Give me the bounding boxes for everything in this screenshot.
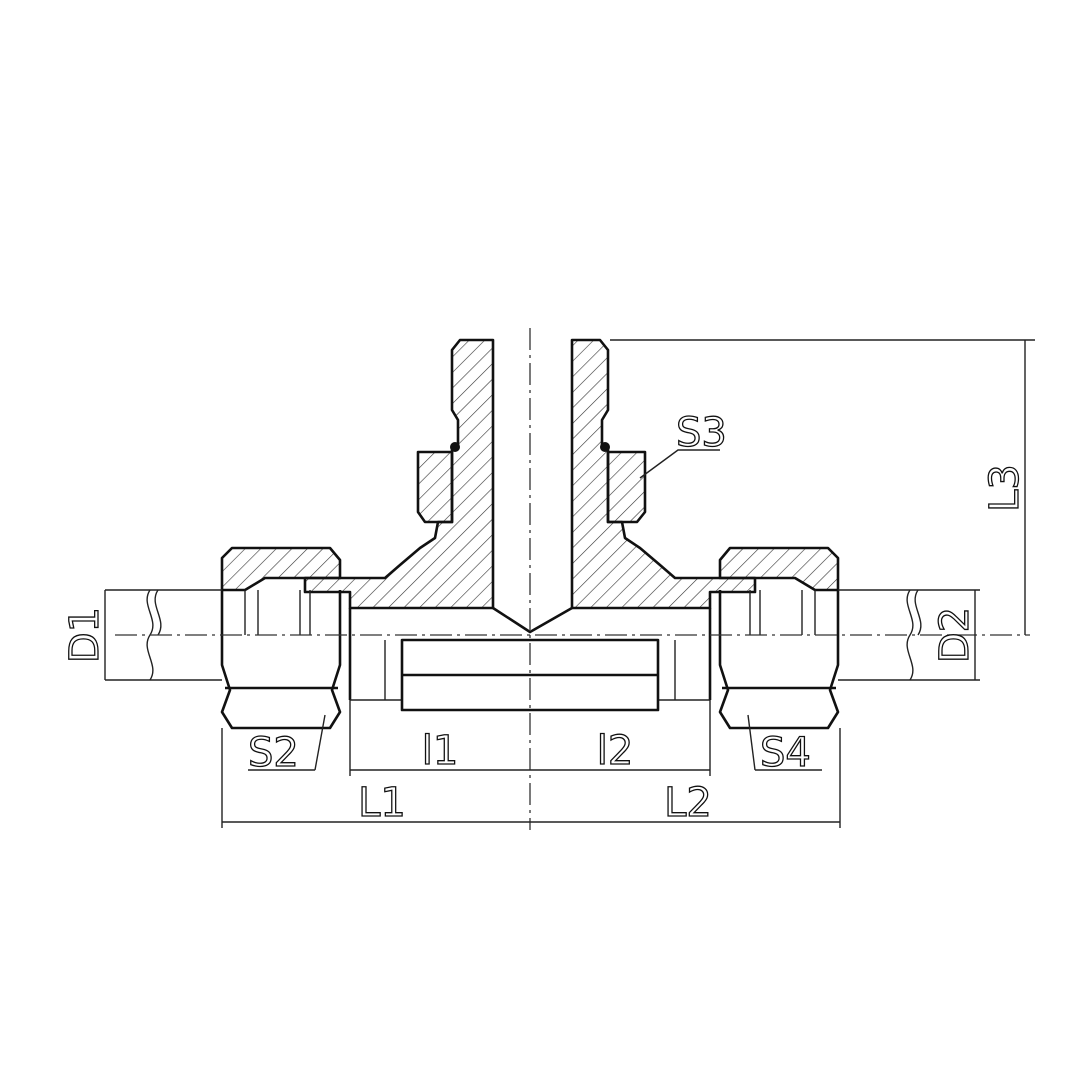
lock-nut: [416, 442, 647, 524]
label-s2: S2: [248, 730, 299, 776]
label-l3: L3: [982, 464, 1028, 512]
label-d1: D1: [62, 607, 108, 663]
label-l2-small: l2: [597, 728, 634, 774]
inner-passage: [400, 638, 660, 712]
dimension-lines: [104, 339, 1035, 828]
right-nut: [658, 546, 840, 730]
label-l1-small: l1: [422, 728, 459, 774]
label-s4: S4: [760, 730, 811, 776]
left-nut: [220, 546, 402, 730]
label-d2: D2: [932, 607, 978, 663]
label-s3: S3: [676, 410, 727, 456]
label-l1-large: L1: [358, 780, 406, 826]
label-l2-large: L2: [664, 780, 712, 826]
tee-body: [303, 338, 757, 700]
